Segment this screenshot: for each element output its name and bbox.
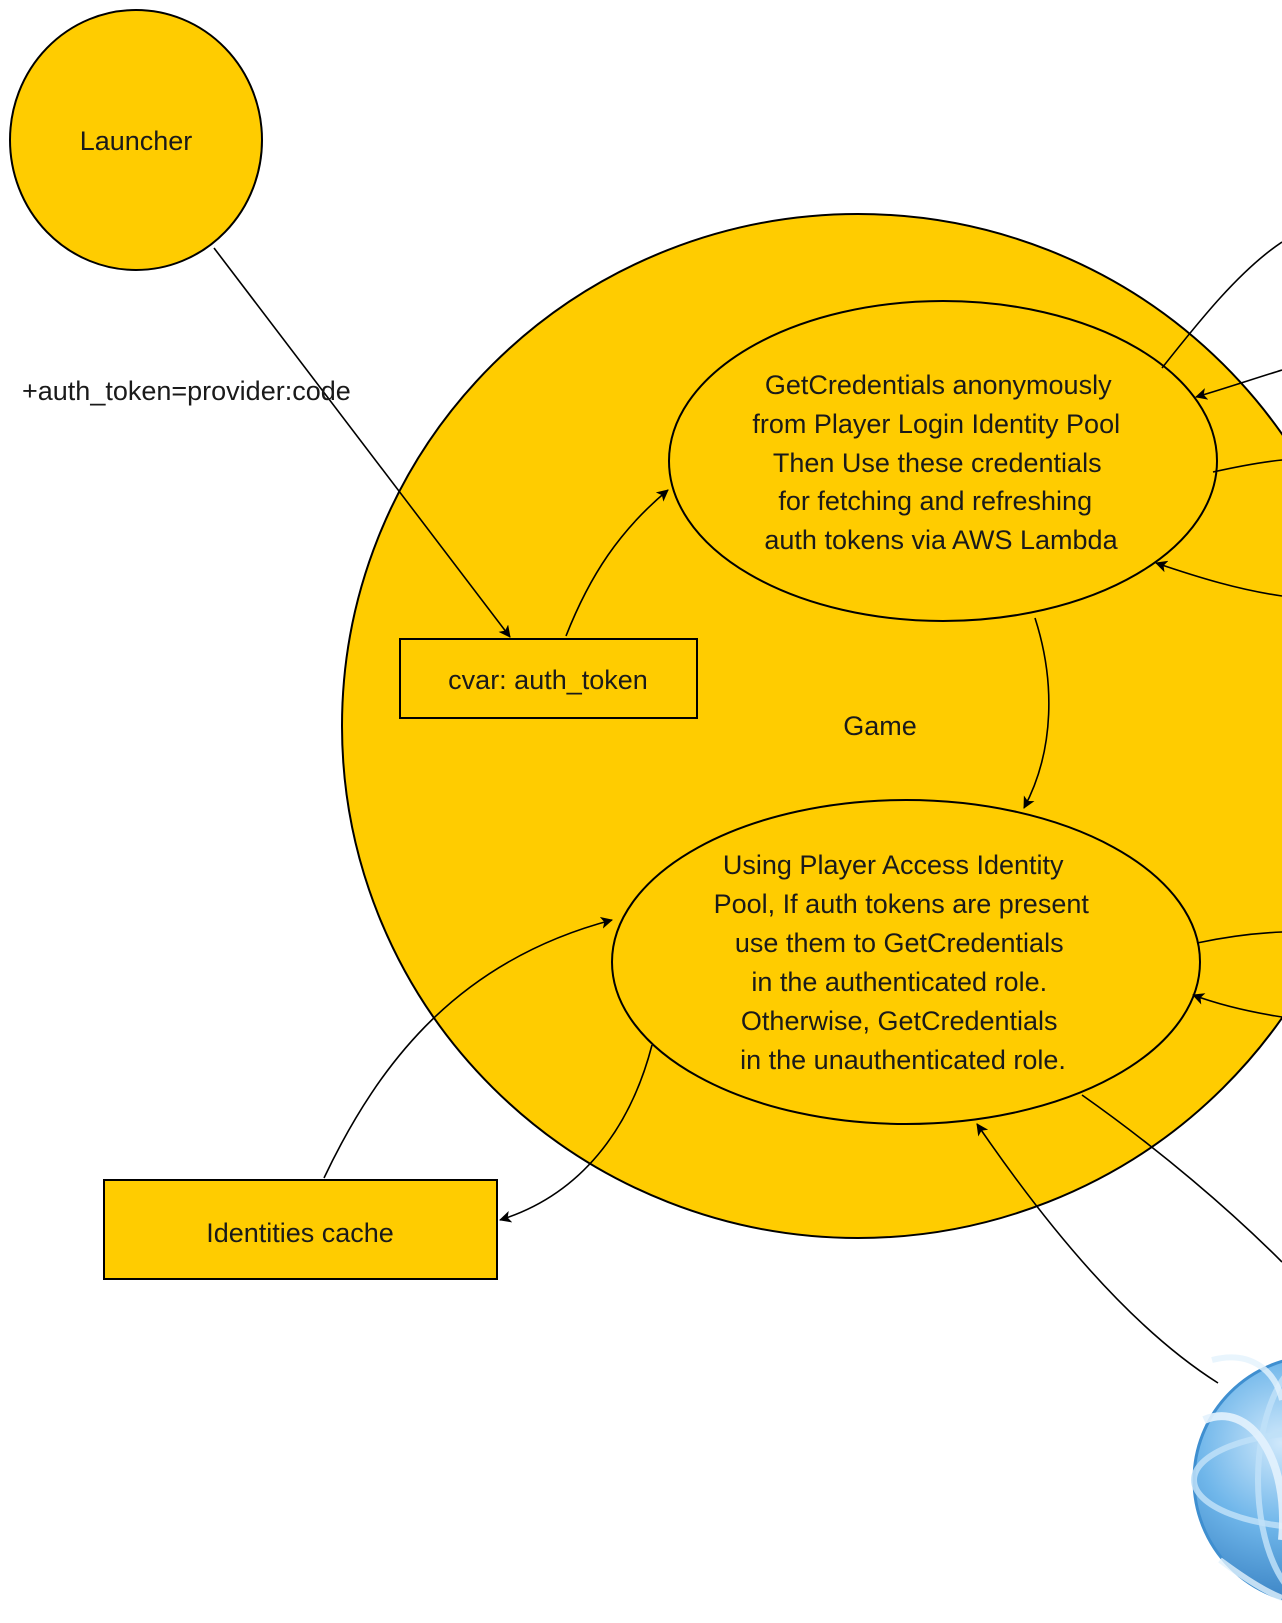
access-ellipse-node — [611, 799, 1201, 1125]
access-line-4: in the authenticated role. — [751, 967, 1047, 997]
edge-offpage-to-login-1 — [1195, 369, 1282, 400]
cvar-box — [399, 638, 698, 719]
edge-login-to-offpage-mid — [1212, 459, 1282, 473]
access-line-5: Otherwise, GetCredentials — [741, 1006, 1058, 1036]
identities-cache-box — [103, 1179, 498, 1280]
access-line-1: Using Player Access Identity — [723, 850, 1064, 880]
access-ellipse-text: Using Player Access Identity Pool, If au… — [714, 850, 1097, 1075]
edge-globe-to-access — [976, 1123, 1219, 1384]
edge-label-launcher-to-cvar: +auth_token=provider:code — [22, 376, 351, 406]
globe-icon — [1191, 1354, 1282, 1601]
login-line-5: auth tokens via AWS Lambda — [764, 525, 1118, 555]
login-line-4: for fetching and refreshing — [778, 486, 1092, 516]
login-line-1: GetCredentials anonymously — [765, 370, 1112, 400]
game-label: Game — [843, 711, 917, 741]
login-line-2: from Player Login Identity Pool — [752, 409, 1120, 439]
edge-access-to-offpage-2 — [1081, 1094, 1282, 1263]
login-line-3: Then Use these credentials — [773, 448, 1102, 478]
edge-login-to-access — [1023, 617, 1050, 809]
access-line-3: use them to GetCredentials — [735, 928, 1064, 958]
login-ellipse-node — [668, 300, 1218, 622]
login-ellipse-text: GetCredentials anonymously from Player L… — [752, 370, 1127, 555]
access-line-6: in the unauthenticated role. — [740, 1045, 1066, 1075]
cvar-label: cvar: auth_token — [448, 665, 648, 695]
edge-access-to-cache — [499, 1044, 653, 1223]
launcher-node — [9, 9, 263, 271]
access-line-2: Pool, If auth tokens are present — [714, 889, 1090, 919]
edge-cvar-to-login — [565, 489, 669, 637]
edge-cache-to-access — [323, 917, 613, 1179]
edge-access-to-offpage-1 — [1196, 931, 1282, 944]
edge-login-to-offpage-top — [1161, 241, 1282, 369]
launcher-label: Launcher — [80, 126, 193, 156]
edge-offpage-to-login-2 — [1155, 560, 1282, 597]
edge-offpage-to-access — [1192, 993, 1282, 1018]
edge-launcher-to-cvar — [213, 247, 511, 638]
identities-cache-label: Identities cache — [206, 1218, 394, 1248]
